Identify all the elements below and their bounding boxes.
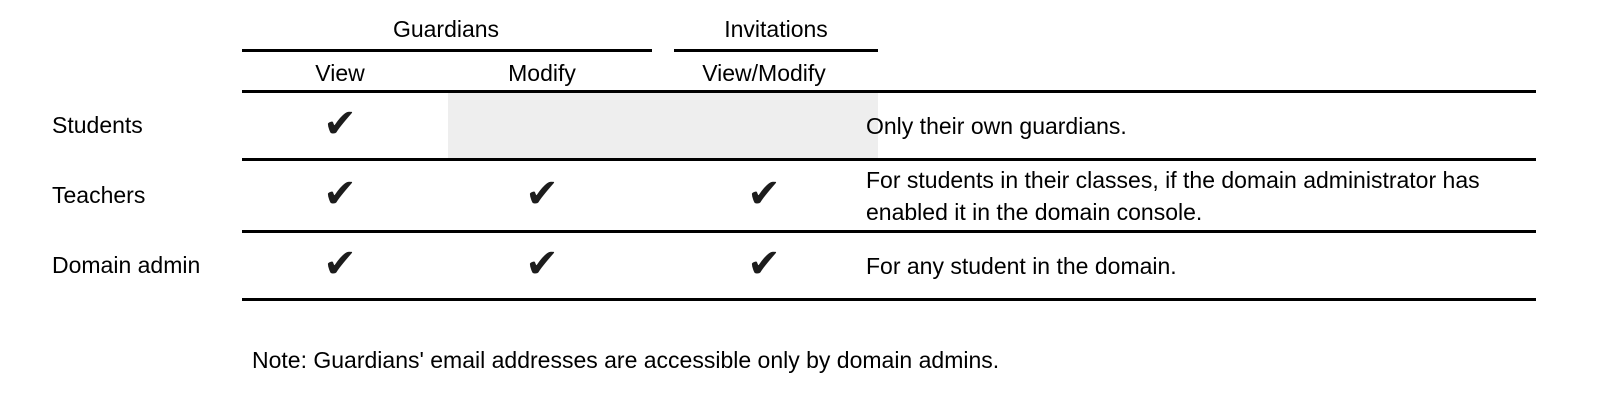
guardians-underline	[242, 49, 652, 52]
row-note-domain-admin: For any student in the domain.	[866, 252, 1177, 279]
check-icon: ✔	[747, 240, 781, 287]
cell-teachers-guardians-view: ✔	[240, 161, 440, 230]
invitations-underline	[674, 49, 878, 52]
check-icon: ✔	[525, 240, 559, 287]
rule-below-domain-admin	[242, 298, 1536, 301]
row-label-domain-admin: Domain admin	[52, 252, 201, 278]
check-icon: ✔	[525, 170, 559, 217]
column-header-view-modify: View/Modify	[702, 60, 826, 86]
cell-teachers-invitations-view-modify: ✔	[664, 161, 864, 230]
cell-domain-admin-invitations-view-modify: ✔	[664, 233, 864, 298]
cell-teachers-guardians-modify: ✔	[440, 161, 644, 230]
row-label-students: Students	[52, 112, 143, 138]
rule-below-students	[242, 158, 1536, 161]
cell-domain-admin-guardians-view: ✔	[240, 233, 440, 298]
row-label-teachers: Teachers	[52, 182, 146, 208]
check-icon: ✔	[747, 170, 781, 217]
column-header-view: View	[315, 60, 365, 86]
cell-domain-admin-guardians-modify: ✔	[440, 233, 644, 298]
check-icon: ✔	[323, 100, 357, 147]
check-icon: ✔	[323, 170, 357, 217]
rule-below-teachers	[242, 230, 1536, 233]
cell-students-guardians-view: ✔	[240, 93, 440, 158]
rule-below-headers	[242, 90, 1536, 93]
check-icon: ✔	[323, 240, 357, 287]
column-group-guardians: Guardians	[392, 16, 500, 42]
students-disabled-cells	[448, 93, 878, 158]
column-header-modify: Modify	[508, 60, 576, 86]
footnote: Note: Guardians' email addresses are acc…	[252, 347, 1000, 373]
row-note-teachers: For students in their classes, if the do…	[866, 166, 1480, 225]
column-group-invitations: Invitations	[724, 16, 828, 42]
row-note-students: Only their own guardians.	[866, 112, 1127, 139]
